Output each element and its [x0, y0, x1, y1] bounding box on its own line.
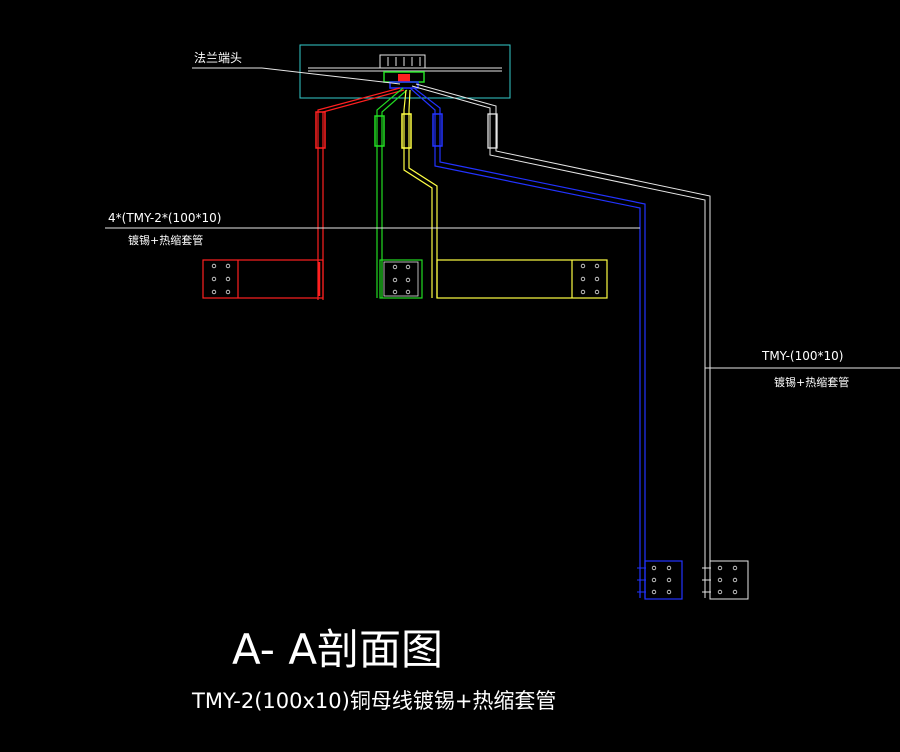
- flange-leader: [192, 67, 401, 85]
- white-terminal-bolts: [717, 565, 738, 595]
- flange-terminal-label: 法兰端头: [194, 51, 242, 65]
- section-subtitle: TMY-2(100x10)铜母线镀锡+热缩套管: [191, 689, 556, 713]
- yellow-terminal-bolts: [580, 263, 600, 295]
- single-bus-treatment-label: 镀锡+热缩套管: [774, 375, 849, 389]
- terminal-tick-marks-white: [702, 567, 711, 593]
- blue-terminal-bolts: [651, 565, 672, 595]
- green-busbar: [374, 87, 423, 299]
- red-busbar: [202, 87, 405, 300]
- yellow-busbar: [401, 89, 608, 299]
- bus-group-spec-label: 4*(TMY-2*(100*10): [108, 211, 221, 225]
- red-terminal-bolts: [211, 263, 231, 295]
- single-bus-spec-label: TMY-(100*10): [761, 349, 843, 363]
- terminal-tick-marks: [637, 567, 646, 593]
- green-terminal-bolts: [383, 261, 419, 297]
- section-title: A- A剖面图: [232, 625, 443, 674]
- bus-group-treatment-label: 镀锡+热缩套管: [128, 233, 203, 247]
